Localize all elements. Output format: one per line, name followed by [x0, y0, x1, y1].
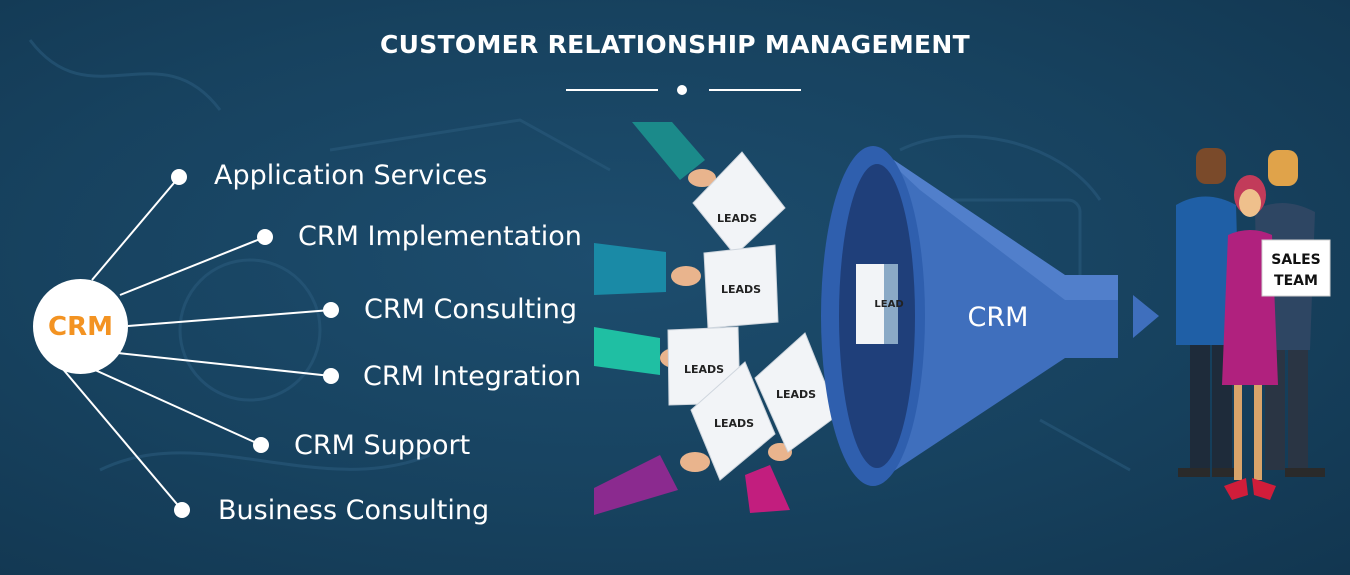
svg-text:CRM: CRM	[968, 302, 1029, 333]
svg-text:LEADS: LEADS	[717, 212, 757, 225]
node-dot	[323, 368, 339, 384]
sales-team: SALES TEAM	[1176, 148, 1331, 500]
service-crm-implementation: CRM Implementation	[298, 221, 582, 252]
service-application-services: Application Services	[214, 160, 488, 191]
service-crm-consulting: CRM Consulting	[364, 294, 577, 325]
svg-text:LEAD: LEAD	[874, 299, 903, 310]
crm-funnel: LEAD CRM	[821, 146, 1159, 486]
lead-card: LEADS	[754, 332, 839, 453]
lead-card: LEADS	[690, 361, 776, 481]
arrow-right-icon	[1133, 295, 1159, 338]
node-dot	[174, 502, 190, 518]
connector-crm-integration	[117, 352, 332, 377]
svg-text:LEADS: LEADS	[714, 417, 754, 430]
node-dot	[323, 302, 339, 318]
lead-card: LEADS	[703, 244, 779, 329]
svg-text:LEADS: LEADS	[776, 388, 816, 401]
connector-application-services	[91, 176, 180, 281]
connector-crm-consulting	[127, 309, 332, 327]
sleeve-arm	[632, 122, 705, 180]
hub-connectors	[61, 169, 339, 518]
node-dot	[253, 437, 269, 453]
connector-crm-implementation	[119, 236, 266, 296]
connector-crm-support	[94, 369, 262, 446]
svg-text:SALES: SALES	[1271, 252, 1321, 268]
lead-card: LEADS	[692, 151, 786, 256]
sleeve-arm	[594, 455, 678, 515]
title-divider-right	[709, 89, 801, 91]
title-divider-left	[566, 89, 658, 91]
sales-team-sign: SALES TEAM	[1261, 239, 1331, 297]
connector-business-consulting	[61, 367, 183, 511]
sleeve-arm	[594, 327, 660, 375]
page-title: CUSTOMER RELATIONSHIP MANAGEMENT	[380, 30, 970, 59]
service-crm-integration: CRM Integration	[363, 361, 582, 392]
service-crm-support: CRM Support	[294, 430, 471, 461]
sleeve-arm	[745, 465, 790, 513]
service-business-consulting: Business Consulting	[218, 495, 490, 526]
sleeve-arm	[594, 243, 666, 295]
title-divider-dot	[677, 85, 687, 95]
svg-text:LEADS: LEADS	[684, 363, 724, 376]
svg-text:TEAM: TEAM	[1274, 273, 1318, 289]
node-dot	[171, 169, 187, 185]
node-dot	[257, 229, 273, 245]
crm-hub: CRM	[33, 279, 128, 374]
svg-text:LEADS: LEADS	[721, 283, 761, 296]
